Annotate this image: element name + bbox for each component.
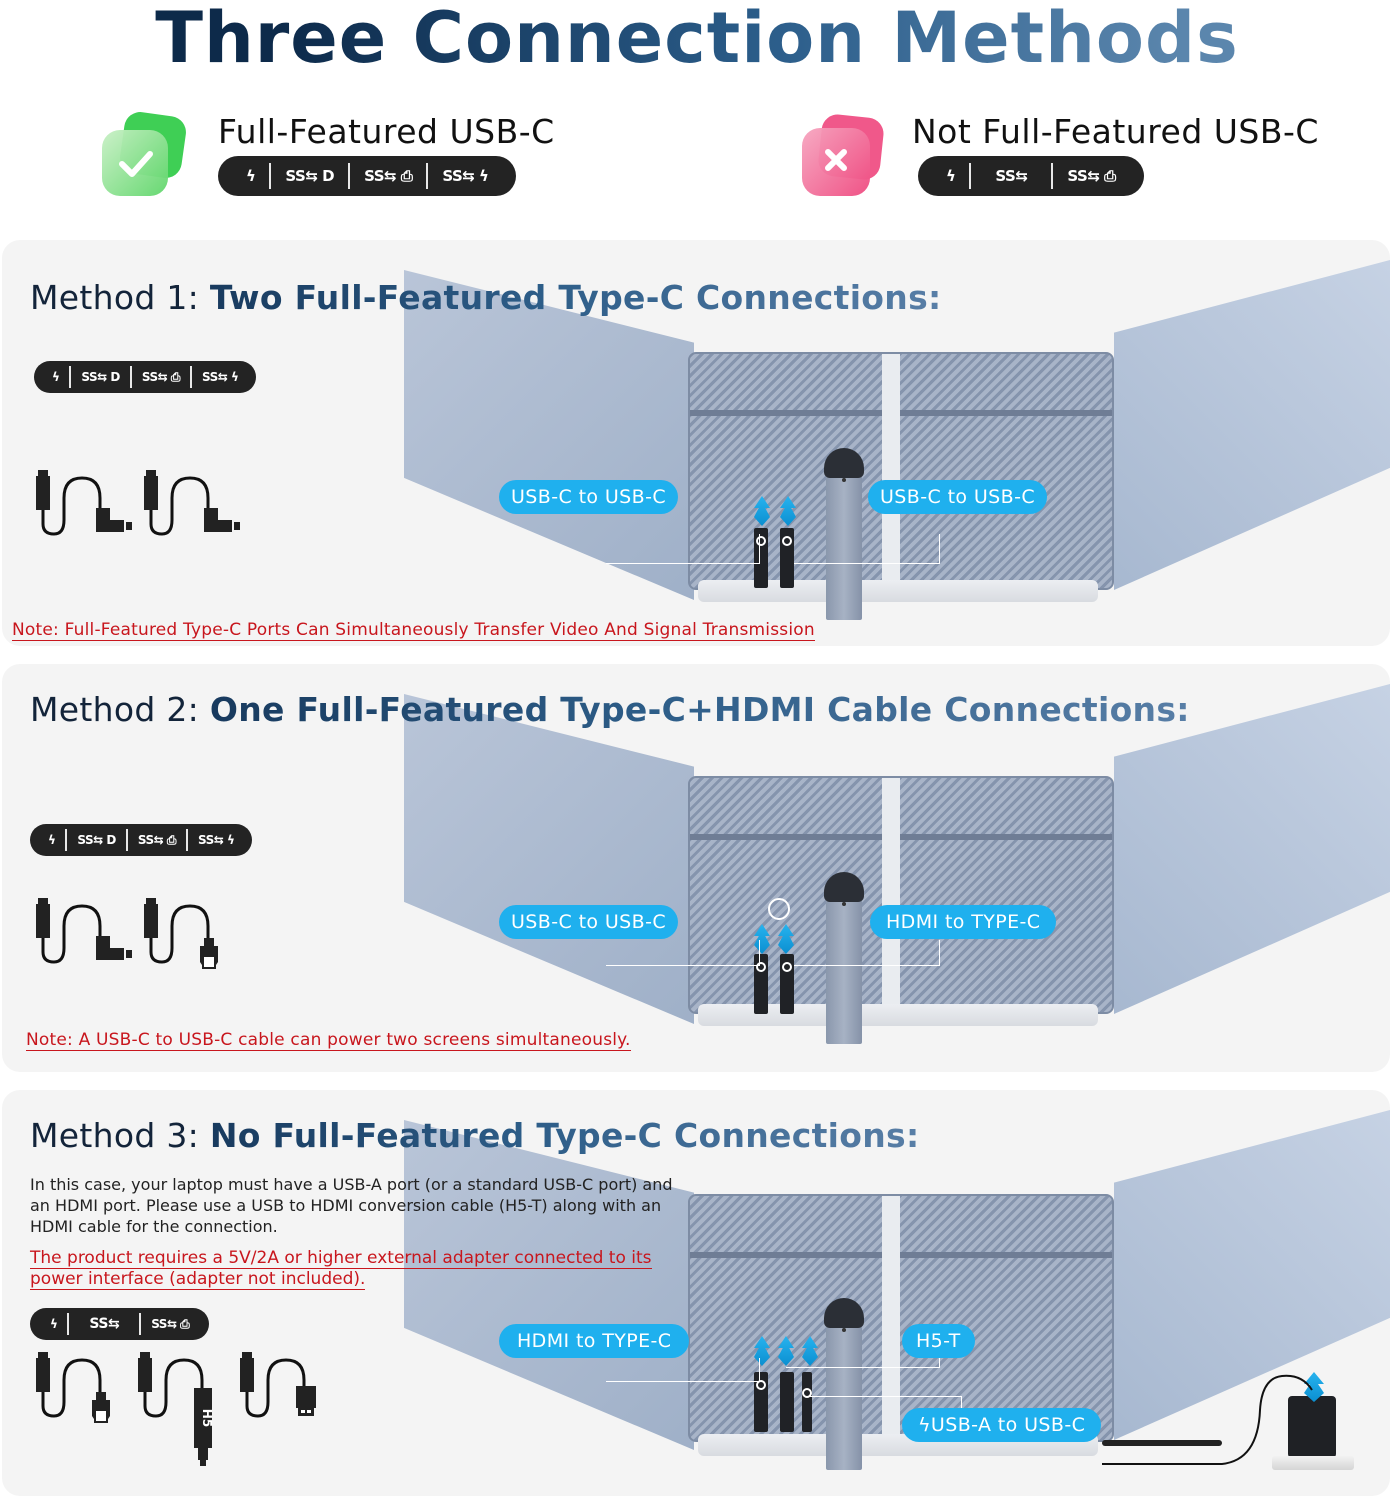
sync-icon [768,898,790,920]
thunderbolt-icon: ϟ [50,1317,58,1331]
tag-hdmi-to-type-c: HDMI to TYPE-C [499,1324,690,1358]
tag-hdmi-to-type-c: HDMI to TYPE-C [870,905,1057,939]
usb-c-port [780,1372,794,1432]
usb-c-to-hdmi-cable-icon [36,1352,110,1423]
method-1-panel: Method 1: Two Full-Featured Type-C Conne… [2,240,1390,646]
feature-pill: ϟ SS⇆ SS⇆ ⎙ [30,1308,210,1340]
monitor-illustration [402,260,1390,640]
tag-h5-t: H5-T [902,1324,975,1358]
leader-line [606,534,760,564]
arrow-down-icon [1304,1372,1324,1402]
feature-pill: ϟ SS⇆ D SS⇆ ⎙ SS⇆ ϟ [34,361,257,393]
ss-usb-data-icon: SS⇆ ⎙ [125,829,186,851]
hdmi-port [754,1372,768,1432]
leader-line [786,1358,940,1368]
laptop-base [698,580,1098,602]
usb-c-port [780,528,794,588]
tag-usb-c-to-usb-c: USB-C to USB-C [868,480,1048,514]
thunderbolt-icon: ϟ [246,167,256,185]
cable-icons [36,898,218,969]
method-3-panel: Method 3: No Full-Featured Type-C Connec… [2,1090,1390,1496]
usb-c-port [754,528,768,588]
ss-usb-power-icon: SS⇆ ϟ [185,829,244,851]
usb-c-to-usb-c-cable-icon [144,470,240,536]
legend-full-label: Full-Featured USB-C [218,112,555,151]
right-screen [1114,684,1390,1014]
power-cable [1102,1374,1313,1465]
thunderbolt-icon: ϟ [48,833,56,847]
ss-usb-data-icon: SS⇆ ⎙ [139,1313,199,1335]
ss-usb-data-icon: SS⇆ ⎙ [1051,163,1129,189]
kickstand [824,1298,864,1470]
method-3-title: Method 3: No Full-Featured Type-C Connec… [30,1116,920,1155]
cable-icons [36,470,240,536]
leader-line [794,940,940,966]
ss-usb-power-icon: SS⇆ ϟ [426,163,502,189]
usb-c-to-usb-c-cable-icon [36,898,132,964]
monitor-illustration [402,1110,1390,1490]
ss-usb-displayport-icon: SS⇆ D [69,366,129,388]
power-port [802,1372,812,1432]
tag-usb-c-to-usb-c: USB-C to USB-C [499,480,679,514]
page-title: Three Connection Methods [0,0,1394,76]
arrow-down-icon [754,924,770,954]
ss-usb-displayport-icon: SS⇆ D [269,163,348,189]
arrow-down-icon [778,924,794,954]
h5-label: H5 [200,1409,214,1427]
leader-line [606,1358,760,1382]
method-2-note: Note: A USB-C to USB-C cable can power t… [26,1030,631,1051]
ss-usb-data-icon: SS⇆ ⎙ [348,163,426,189]
usb-c-to-usb-c-cable-icon [36,470,132,536]
monitor-illustration [402,684,1390,1064]
leader-line [808,1396,962,1416]
usb-c-to-usb-a-cable-icon [240,1352,316,1418]
left-screen [404,694,694,1024]
arrow-down-icon [780,496,796,526]
arrow-down-icon [754,496,770,526]
thunderbolt-icon: ϟ [52,370,60,384]
ss-usb-data-icon: SS⇆ ⎙ [129,366,190,388]
laptop-base [698,1004,1098,1026]
ss-usb-icon: SS⇆ [67,1313,139,1335]
usb-c-port [780,954,794,1014]
legend-not-full-label: Not Full-Featured USB-C [912,112,1319,151]
feature-pill: ϟ SS⇆ D SS⇆ ⎙ SS⇆ ϟ [30,824,253,856]
right-screen [1114,260,1390,590]
check-badge-icon [102,112,186,196]
leader-line [794,534,940,564]
cable-icons: H5 [36,1352,316,1466]
tag-usb-a-to-usb-c: ϟUSB-A to USB-C [902,1408,1102,1442]
power-adapter [1288,1396,1336,1458]
arrow-down-icon [802,1336,818,1366]
arrow-down-icon [778,1336,794,1366]
method-3-warning: The product requires a 5V/2A or higher e… [30,1248,652,1290]
kickstand [824,872,864,1044]
kickstand [824,448,864,620]
cross-badge-icon [802,114,884,196]
usb-c-to-hdmi-cable-icon [144,898,218,969]
thunderbolt-icon: ϟ [946,167,956,185]
wall-outlet [1272,1456,1354,1470]
tag-usb-c-to-usb-c: USB-C to USB-C [499,905,679,939]
method-1-note: Note: Full-Featured Type-C Ports Can Sim… [12,620,815,641]
feature-pill: ϟ SS⇆ D SS⇆ ⎙ SS⇆ ϟ [218,156,517,196]
method-2-panel: Method 2: One Full-Featured Type-C+HDMI … [2,664,1390,1072]
ss-usb-displayport-icon: SS⇆ D [65,829,125,851]
feature-pill: ϟ SS⇆ SS⇆ ⎙ [918,156,1144,196]
arrow-down-icon [754,1336,770,1366]
laptop-back [688,776,1114,1014]
ss-usb-icon: SS⇆ [969,163,1051,189]
method-1-title: Method 1: Two Full-Featured Type-C Conne… [30,278,942,317]
method-3-description: In this case, your laptop must have a US… [30,1175,673,1236]
h5-converter-cable-icon: H5 [138,1352,214,1466]
leader-line [606,940,760,966]
ss-usb-power-icon: SS⇆ ϟ [189,366,248,388]
usb-c-port [754,954,768,1014]
method-2-title: Method 2: One Full-Featured Type-C+HDMI … [30,690,1190,729]
